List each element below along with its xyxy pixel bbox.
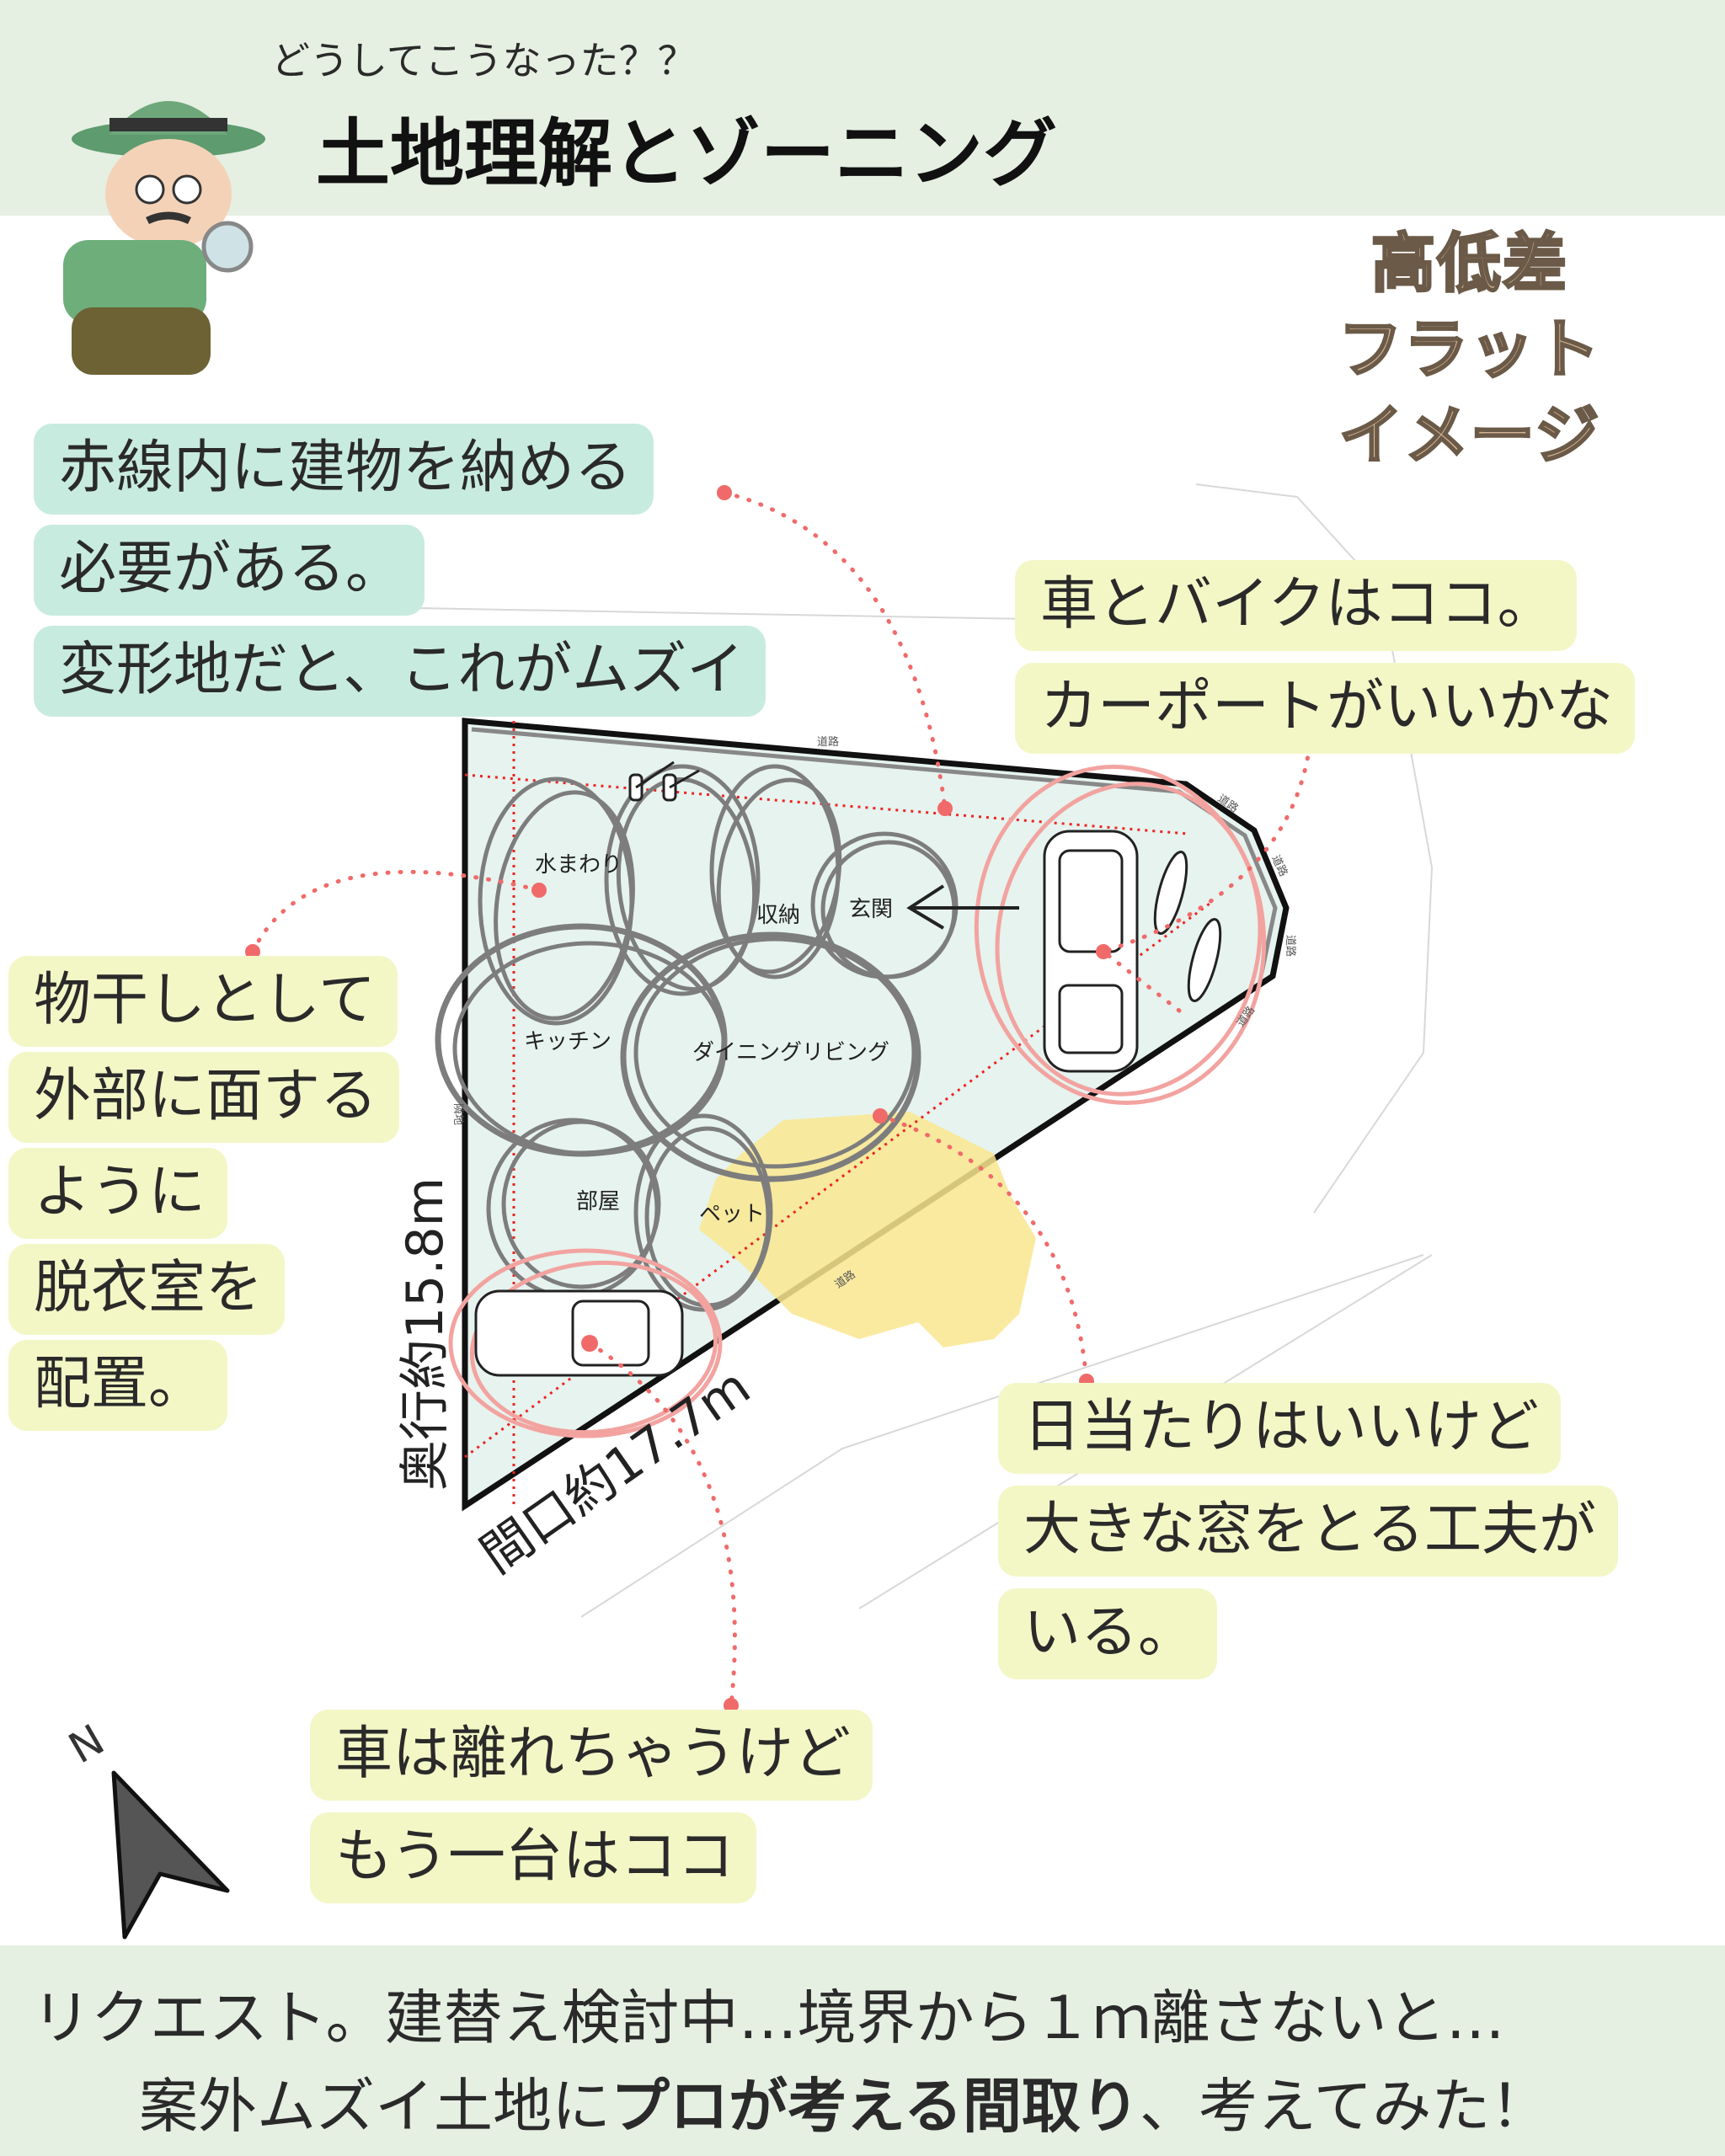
footer-text: 案外ムズイ土地に — [139, 2072, 611, 2141]
north-arrow-icon: N — [61, 1715, 230, 1940]
page-title: 土地理解とゾーニング — [316, 110, 1058, 197]
callout-line: もう一台はココ — [310, 1812, 756, 1903]
depth-dimension: 奥行約15.8m — [396, 1177, 455, 1491]
header-band — [0, 0, 1725, 216]
header-subtitle: どうしてこうなった？？ — [271, 38, 697, 83]
callout-line: 日当たりはいいけど — [998, 1383, 1562, 1474]
footer-text: 、考えてみた！ — [1139, 2072, 1550, 2141]
parking-circles — [448, 765, 1267, 1438]
car-icon — [1043, 830, 1139, 1073]
entrance-arrow-icon — [906, 884, 1019, 930]
footer-line-2: 案外ムズイ土地にプロが考える間取り、考えてみた！ — [139, 2059, 1549, 2144]
elevation-note: 高低差 フラット イメージ — [1322, 221, 1617, 478]
zone-label-kitchen: キッチン — [524, 1029, 611, 1054]
zone-circles — [435, 764, 959, 1312]
callout-line: 外部に面する — [8, 1052, 400, 1143]
zone-label-pet: ペット — [699, 1202, 765, 1227]
callout-line: ように — [8, 1148, 228, 1239]
detective-character-icon — [63, 101, 265, 375]
footer-line-1: リクエスト。建替え検討中…境界から１ｍ離さないと… — [32, 1983, 1505, 2052]
callout-line: カーポートがいいかな — [1015, 663, 1636, 754]
zone-label-room: 部屋 — [576, 1189, 620, 1214]
callout-line: 物干しとして — [8, 956, 398, 1047]
zone-label-storage: 収納 — [756, 903, 800, 928]
callout-lines — [250, 490, 1312, 1708]
road-label: 道路 — [1284, 935, 1297, 957]
callout-line: 大きな窓をとる工夫が — [998, 1486, 1619, 1577]
bicycle-icon — [628, 760, 700, 802]
callout-line: 変形地だと、これがムズイ — [34, 626, 766, 717]
car-icon — [474, 1289, 684, 1377]
footer-band — [0, 1945, 1725, 2156]
elevation-note-line: 高低差 — [1370, 225, 1568, 302]
zone-label-living: ダイニングリビング — [692, 1040, 889, 1065]
laundry-callout: 物干しとして 外部に面する ように 脱衣室を 配置。 — [8, 956, 400, 1443]
setback-callout: 赤線内に建物を納める 必要がある。 変形地だと、これがムズイ — [34, 424, 766, 727]
motorbike-icon — [1153, 851, 1222, 1002]
callout-line: 車は離れちゃうけど — [310, 1710, 873, 1801]
footer-emphasis: プロが考える間取り — [611, 2072, 1140, 2141]
elevation-note-line: フラット — [1338, 311, 1601, 388]
sunlight-patch — [699, 1112, 1036, 1348]
callout-line: 車とバイクはココ。 — [1015, 560, 1577, 651]
callout-line: 必要がある。 — [34, 525, 425, 616]
road-label: 道路 — [817, 735, 839, 749]
second-car-callout: 車は離れちゃうけど もう一台はココ — [310, 1710, 873, 1915]
sunlight-callout: 日当たりはいいけど 大きな窓をとる工夫が いる。 — [998, 1383, 1619, 1691]
zone-label-water: 水まわり — [535, 852, 622, 878]
callout-line: いる。 — [998, 1588, 1218, 1679]
carport-callout: 車とバイクはココ。 カーポートがいいかな — [1015, 560, 1636, 766]
elevation-note-line: イメージ — [1338, 397, 1601, 474]
callout-line: 配置。 — [8, 1340, 228, 1431]
neighbor-label: 隣地 — [451, 1103, 465, 1125]
callout-line: 赤線内に建物を納める — [34, 424, 654, 515]
north-label: N — [61, 1715, 112, 1773]
zone-label-entrance: 玄関 — [849, 897, 893, 922]
callout-line: 脱衣室を — [8, 1244, 286, 1335]
